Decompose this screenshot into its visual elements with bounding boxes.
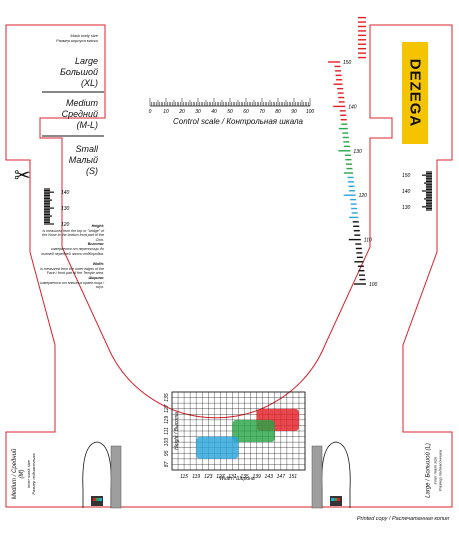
chart-x-tick: 135 [240,474,249,480]
left-scale-label: 140 [61,190,70,196]
control-scale-tick-label: 90 [291,109,297,115]
main-scale-label: 140 [348,104,357,110]
chart-y-tick: 95 [164,450,170,456]
control-scale-tick-label: 80 [275,109,281,115]
face-illustrations [82,441,351,509]
face-front-gauge [110,445,122,509]
chart-x-tick: 139 [252,474,261,480]
left-height-scale: 140 130 120 [44,188,70,228]
chart-x-tick: 127 [216,474,225,480]
face-side-chin-green [334,498,337,501]
size-header-ru: Размер корпуса маски [56,38,98,43]
face-front-chin-blue [99,498,102,501]
left-scale-label: 130 [61,206,70,212]
instructions: Height: is measured from the top or "bri… [40,224,104,290]
size-small-code: (S) [86,166,98,176]
control-scale-tick-label: 100 [306,109,315,115]
control-scale-tick-label: 10 [163,109,169,115]
main-scale-label: 130 [353,149,362,155]
size-header-en: Mask body size [70,33,98,38]
main-scale-label: 110 [364,238,372,244]
chart-y-tick: 111 [164,427,170,435]
control-scale-label: Control scale / Контрольная шкала [172,117,304,126]
bottom-right-sub-ru: Размер подмасочника [437,449,443,492]
size-small-en: Small [75,144,98,154]
face-side-chin-red [337,498,340,501]
main-scale-label: 150 [343,60,352,66]
control-scale-tick-label: 60 [243,109,249,115]
size-separators [42,91,104,137]
bottom-right-title: Large / Большой (L) [425,443,432,498]
control-scale-tick-label: 70 [259,109,265,115]
chart-y-tick: 119 [164,416,170,424]
chart-y-tick: 135 [164,393,170,402]
size-small: Small Малый (S) [8,144,98,177]
size-large-ru: Большой [60,67,98,77]
size-large: Large Большой (XL) [8,56,98,89]
chart-x-tick: 131 [228,474,237,480]
cut-outline [5,24,453,508]
control-scale-tick-label: 20 [178,109,185,115]
right-height-scale: 150 140 130 [402,171,432,211]
scissors-icon: ✂ [14,165,31,187]
brand-logo-text: DEZEGA [406,58,424,128]
control-scale-tick-label: 30 [195,109,201,115]
width-ru-title: Ширина: [88,275,104,280]
bottom-right-labels: Large / Большой (L) inner mask size Разм… [426,441,443,501]
height-en: is measured from the top or "bridge" of … [42,228,104,242]
size-medium-code: (M-L) [76,120,99,130]
chart-x-tick: 115 [180,474,188,480]
right-scale-label: 140 [402,189,411,195]
height-ru-title: Высота: [87,242,104,247]
height-title: Height: [91,224,104,228]
chart-y-tick: 87 [164,461,170,467]
right-scale-label: 130 [402,205,411,211]
size-medium: Medium Средний (M-L) [8,98,98,131]
face-front-chin-green [96,498,99,501]
control-scale-tick-label: 0 [149,109,152,115]
chart-xlabel: Width / Ширина [219,476,255,482]
face-side [311,441,351,509]
bottom-left-sub-ru: Размер подмасочника [31,453,36,495]
face-front [82,441,122,509]
size-large-code: (XL) [80,78,98,88]
chart-region-2 [196,436,239,459]
size-small-ru: Малый [68,155,98,165]
footer-text: Printed copy / Распечатанная копия [356,516,449,522]
chart-x-tick: 143 [265,474,274,480]
face-side-gauge [311,445,323,509]
chart-ylabel: Height / Высота [174,412,180,450]
height-ru: измеряется от переносицы до нижней перед… [41,246,104,256]
chart-x-tick: 147 [277,474,286,480]
size-medium-ru: Средний [61,109,98,119]
brand-logo: DEZEGA [402,42,428,144]
bottom-left-labels: Medium / Средний (M) inner mask size Раз… [12,444,36,504]
chart-x-tick: 119 [192,474,200,480]
width-title: Width: [92,262,104,267]
width-en: is measured from the outer edges of the … [40,266,104,276]
width-ru: измеряется от внешних краев лица / скул. [40,280,104,290]
control-scale-tick-label: 40 [211,109,217,115]
right-scale-label: 150 [402,173,411,179]
bottom-left-title: Medium / Средний (M) [12,448,25,500]
face-front-chin-red [93,498,96,501]
main-scale-label: 120 [359,193,368,199]
control-scale: 0 10 20 30 40 50 60 70 80 90 100 [149,98,315,115]
main-scale-label: 100 [369,282,378,288]
chart-x-tick: 151 [289,474,298,480]
left-scale-label: 120 [61,222,70,228]
size-medium-en: Medium [65,98,98,108]
main-height-scale: 150 140 130 120 110 100 [328,16,378,288]
face-side-chin-blue [331,498,334,501]
size-large-en: Large [74,56,98,66]
size-header: Mask body size Размер корпуса маски [8,33,98,43]
chart-y-tick: 127 [164,404,170,413]
chart-x-tick: 123 [204,474,213,480]
control-scale-tick-label: 50 [227,109,233,115]
chart-region-1 [232,419,275,443]
chart-y-tick: 103 [164,438,170,447]
